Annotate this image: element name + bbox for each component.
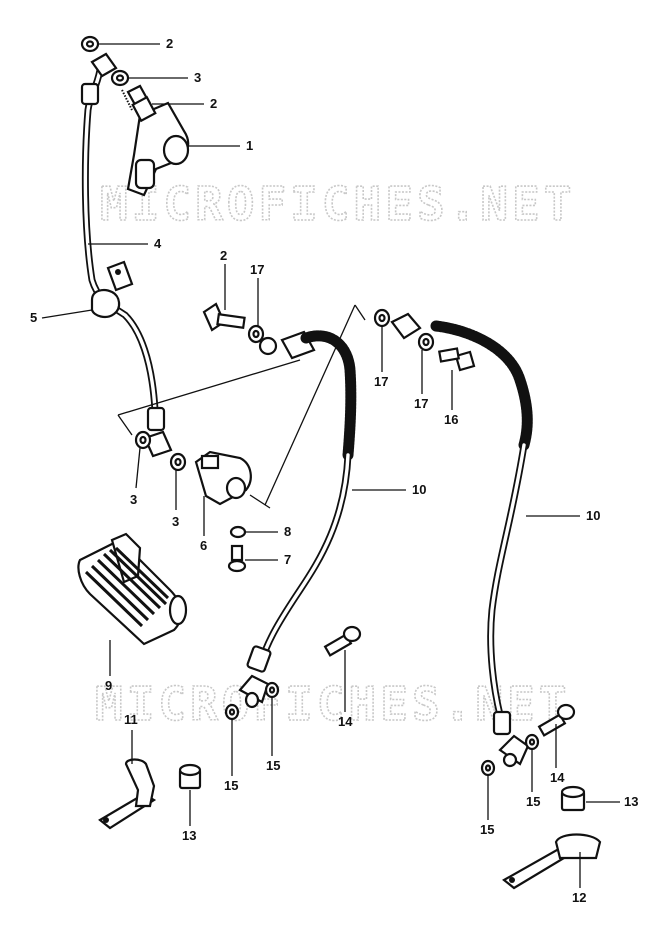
part-bolt-16 — [437, 347, 476, 372]
part-brake-hose-10-left — [238, 330, 357, 709]
part-bolt-2-top — [121, 84, 157, 123]
callout-14: 14 — [338, 714, 353, 729]
part-bolt-14-right — [537, 703, 576, 737]
callout-17: 17 — [250, 262, 264, 277]
callout-10: 10 — [412, 482, 426, 497]
callout-8: 8 — [284, 524, 291, 539]
callout-16: 16 — [444, 412, 458, 427]
callout-9: 9 — [105, 678, 112, 693]
callout-7: 7 — [284, 552, 291, 567]
part-brake-pipe-4 — [80, 52, 173, 458]
callout-labels: 2 3 2 1 4 5 2 17 17 17 16 3 3 6 8 7 10 1… — [30, 36, 638, 905]
callout-3: 3 — [130, 492, 137, 507]
part-nut-13-left — [178, 763, 202, 790]
callout-15: 15 — [526, 794, 540, 809]
part-washer-8 — [229, 525, 247, 539]
watermark-bottom: MICROFICHES.NET — [95, 677, 570, 731]
callout-14: 14 — [550, 770, 565, 785]
callout-3: 2 — [166, 36, 173, 51]
callout-2: 2 — [210, 96, 217, 111]
part-brake-hose-10-right — [390, 312, 533, 768]
callout-6: 6 — [200, 538, 207, 553]
callout-leader-lines — [41, 43, 620, 888]
callout-5: 5 — [30, 310, 37, 325]
part-bracket-12 — [502, 833, 602, 890]
callout-3: 3 — [194, 70, 201, 85]
callout-12: 12 — [572, 890, 586, 905]
part-bolt-14-left — [323, 625, 362, 657]
callout-4: 4 — [154, 236, 162, 251]
callout-11: 11 — [124, 712, 138, 727]
callout-17: 17 — [414, 396, 428, 411]
callout-2: 2 — [220, 248, 227, 263]
callout-15: 15 — [266, 758, 280, 773]
callout-10: 10 — [586, 508, 600, 523]
watermark-top: MICROFICHES.NET — [100, 177, 575, 231]
callout-15: 15 — [224, 778, 238, 793]
part-bolt-2-middle — [202, 302, 246, 332]
part-bolt-7 — [227, 544, 247, 573]
callout-17: 17 — [374, 374, 388, 389]
part-clamp-5 — [90, 260, 134, 319]
callout-13: 13 — [182, 828, 196, 843]
callout-15: 15 — [480, 822, 494, 837]
part-union-1 — [126, 101, 190, 197]
callout-1: 1 — [246, 138, 253, 153]
part-bracket-11 — [98, 758, 157, 830]
callout-13: 13 — [624, 794, 638, 809]
part-nut-13-right — [560, 785, 586, 812]
callout-3: 3 — [172, 514, 179, 529]
part-joint-6 — [194, 450, 252, 506]
part-cover-9 — [77, 532, 188, 646]
